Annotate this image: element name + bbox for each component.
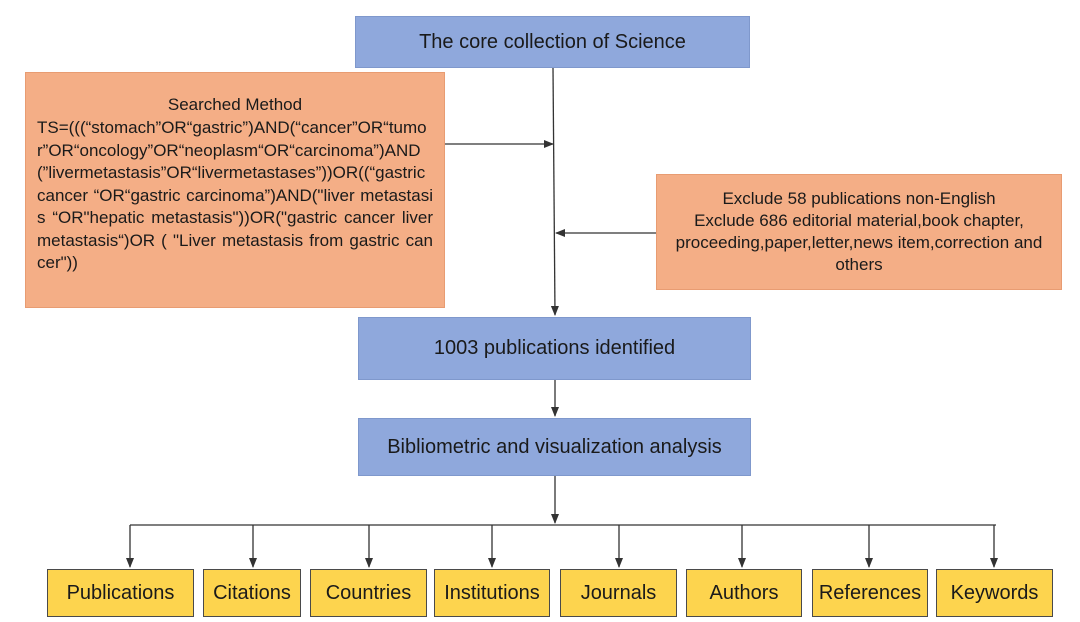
category-label: Keywords <box>950 581 1039 604</box>
search-query-text: TS=(((“stomach”OR“gastric”)AND(“cancer”O… <box>37 118 433 272</box>
search-method-box: Searched Method TS=(((“stomach”OR“gastri… <box>25 72 445 308</box>
exclusion-line-2: Exclude 686 editorial material,book chap… <box>675 211 1043 274</box>
publications-identified-label: 1003 publications identified <box>433 337 676 359</box>
core-collection-box: The core collection of Science <box>355 16 750 68</box>
category-countries: Countries <box>310 569 427 617</box>
category-label: Citations <box>213 581 291 604</box>
exclusion-line-1: Exclude 58 publications non-English <box>722 189 996 208</box>
category-authors: Authors <box>686 569 802 617</box>
category-label: Journals <box>580 581 657 604</box>
publications-identified-box: 1003 publications identified <box>358 317 751 380</box>
category-institutions: Institutions <box>434 569 550 617</box>
category-publications: Publications <box>47 569 194 617</box>
category-label: References <box>818 581 922 604</box>
exclusion-box: Exclude 58 publications non-English Excl… <box>656 174 1062 290</box>
category-label: Institutions <box>444 581 540 604</box>
category-references: References <box>812 569 928 617</box>
category-journals: Journals <box>560 569 677 617</box>
core-collection-label: The core collection of Science <box>419 30 686 53</box>
analysis-box: Bibliometric and visualization analysis <box>358 418 751 476</box>
search-method-heading: Searched Method <box>167 95 303 114</box>
trunk-line <box>550 67 559 316</box>
analysis-label: Bibliometric and visualization analysis <box>387 435 722 458</box>
category-label: Authors <box>709 581 779 604</box>
category-keywords: Keywords <box>936 569 1053 617</box>
category-label: Publications <box>66 581 175 604</box>
category-citations: Citations <box>203 569 301 617</box>
category-label: Countries <box>325 581 412 604</box>
